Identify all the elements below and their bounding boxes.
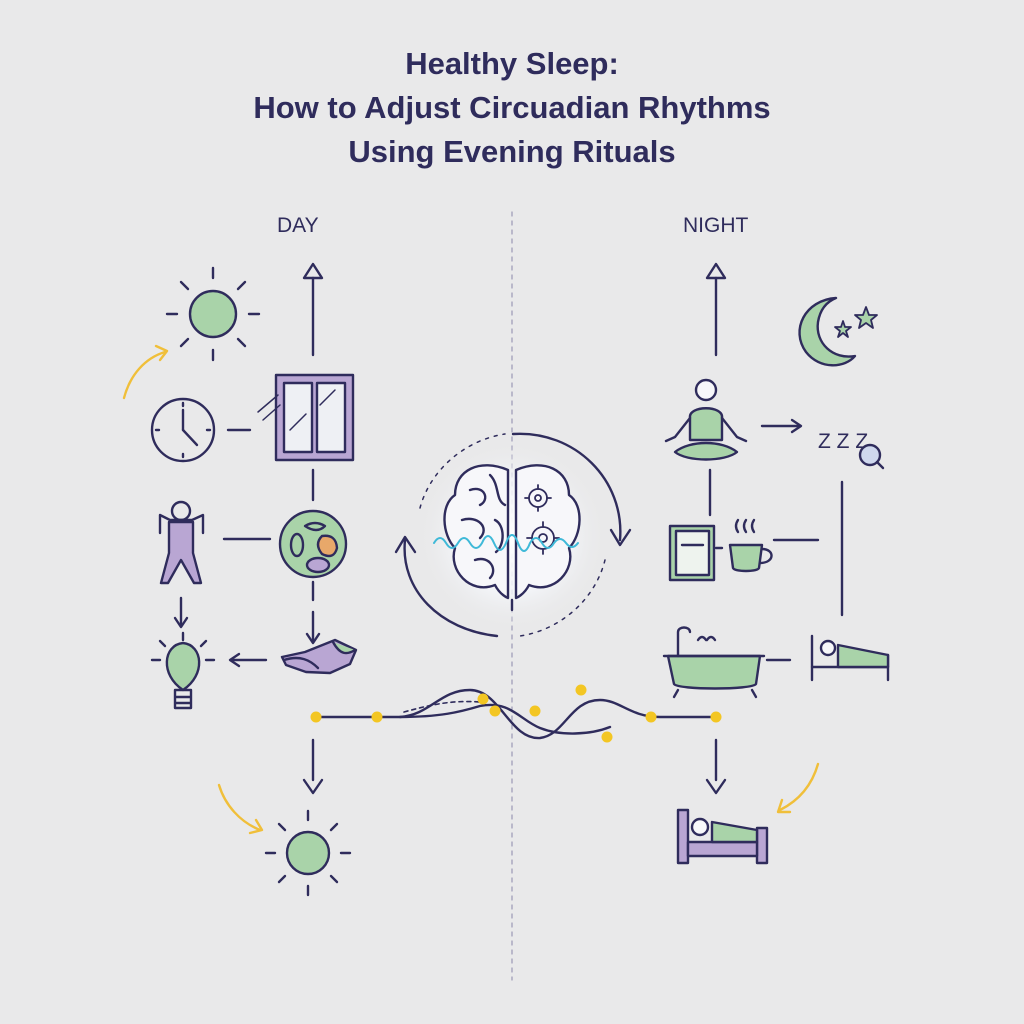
rhythm-points (310, 684, 722, 743)
right-arrow-icon (760, 418, 803, 434)
bed-icon (810, 634, 890, 682)
sun-icon (165, 266, 261, 362)
clock-icon (150, 397, 216, 463)
cycle-arrow-icon (217, 783, 264, 835)
left-arrow-icon (228, 652, 268, 668)
down-arrow-icon (705, 738, 727, 795)
bed-icon (676, 808, 769, 865)
food-plate-icon (278, 509, 348, 579)
sun-icon (264, 809, 352, 897)
title-line-2: How to Adjust Circuadian Rhythms (253, 90, 771, 125)
tea-cup-icon (728, 518, 773, 573)
bathtub-icon (662, 626, 766, 699)
up-arrow-icon (302, 262, 324, 357)
brain-wave (433, 534, 579, 552)
hand-icon (280, 610, 358, 675)
light-bulb-icon (150, 631, 216, 710)
day-label: DAY (277, 214, 319, 237)
book-icon (668, 524, 716, 582)
night-label: NIGHT (683, 214, 749, 237)
sleep-zzz-icon: Z Z Z (818, 430, 885, 470)
cycle-arrow-icon (394, 432, 632, 638)
rhythm-waves (314, 688, 718, 740)
cycle-arrow-icon (122, 344, 169, 400)
window-icon (257, 373, 355, 462)
title-line-3: Using Evening Rituals (348, 134, 676, 169)
gear-icon (524, 484, 560, 555)
down-arrow-icon (173, 596, 189, 629)
person-exercise-icon (158, 500, 205, 585)
brain-icon (443, 464, 581, 612)
meditation-icon (664, 378, 748, 461)
moon-stars-icon (798, 296, 878, 367)
up-arrow-icon (705, 262, 727, 357)
cycle-arrow-icon (776, 762, 820, 814)
page-title: Healthy Sleep: How to Adjust Circuadian … (0, 42, 1024, 174)
title-line-1: Healthy Sleep: (405, 46, 619, 81)
zzz-text: Z Z Z (818, 430, 868, 453)
down-arrow-icon (302, 738, 324, 795)
